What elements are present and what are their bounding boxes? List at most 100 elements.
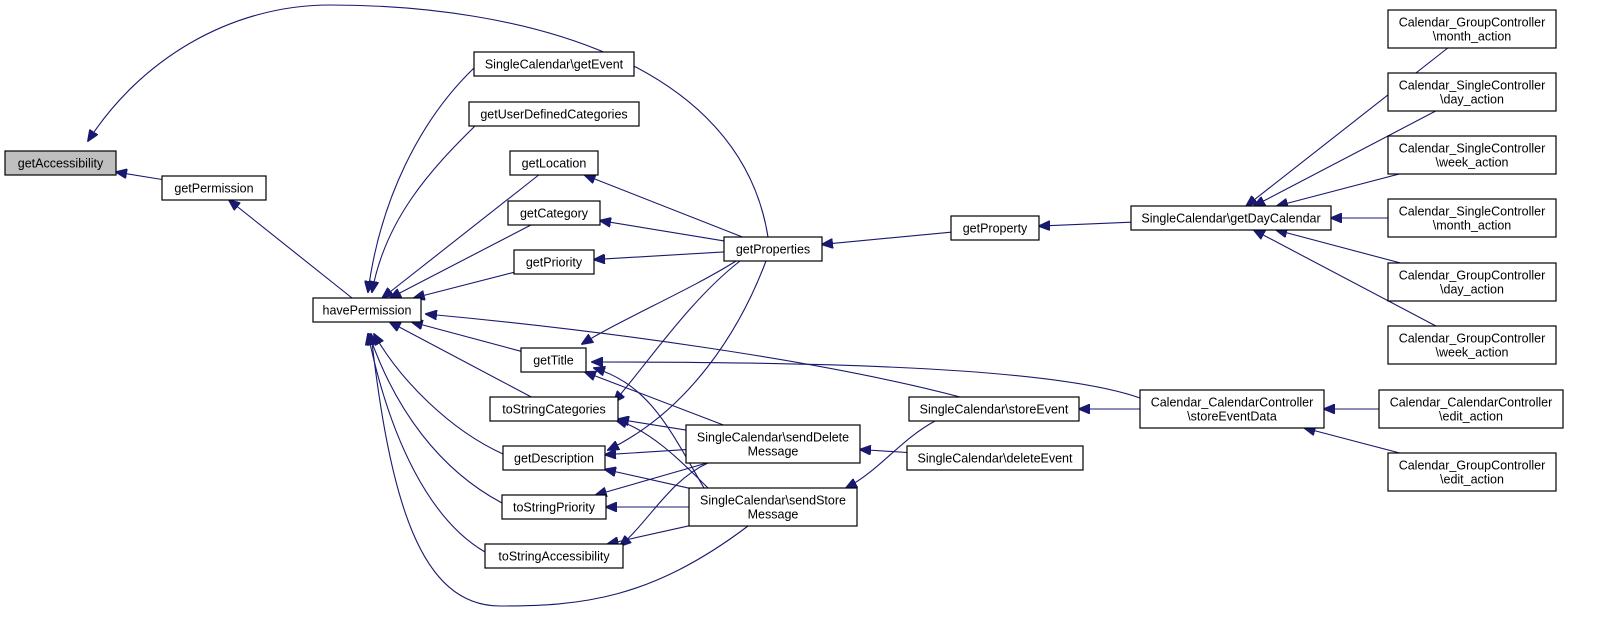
node-getProperty[interactable]: getProperty [950,215,1040,241]
node-box [688,487,858,527]
node-getTitle[interactable]: getTitle [520,347,587,373]
edge-getProperties-to-getTitle [582,260,737,344]
node-box [908,396,1080,422]
node-havePermission[interactable]: havePermission [312,297,422,323]
node-label: \week_action [1436,346,1509,360]
node-getAccessibility[interactable]: getAccessibility [4,150,117,176]
node-label: \day_action [1440,283,1504,297]
node-box [513,249,595,275]
node-gc_day_action[interactable]: Calendar_GroupController\day_action [1387,262,1557,302]
edge-deleteEvent-to-sendDeleteMessage [860,450,908,453]
node-toStringAccessibility[interactable]: toStringAccessibility [484,543,624,569]
node-label: Message [748,445,799,459]
node-label: \month_action [1433,30,1512,44]
node-box [1139,389,1325,429]
node-getPermission[interactable]: getPermission [161,175,267,201]
edge-sendDeleteMessage-to-getTitle [585,372,724,426]
node-label: getDescription [514,452,594,466]
node-box [501,494,607,520]
edge-sendDeleteMessage-to-toStringAccessibility [620,462,709,546]
node-label: \month_action [1433,219,1512,233]
node-toStringCategories[interactable]: toStringCategories [489,396,619,422]
node-box [468,101,640,127]
node-getEvent[interactable]: SingleCalendar\getEvent [473,51,635,77]
node-label: getProperties [736,243,810,257]
node-gc_edit_action[interactable]: Calendar_GroupController\edit_action [1387,452,1557,492]
node-box [1387,198,1557,238]
node-gc_week_action[interactable]: Calendar_GroupController\week_action [1387,325,1557,365]
node-label: Calendar_GroupController [1399,332,1546,346]
node-getDayCalendar[interactable]: SingleCalendar\getDayCalendar [1130,205,1332,231]
node-toStringPriority[interactable]: toStringPriority [501,494,607,520]
node-box [1378,389,1564,429]
node-label: SingleCalendar\sendStore [700,494,846,508]
node-storeEventData[interactable]: Calendar_CalendarController\storeEventDa… [1139,389,1325,429]
node-gc_month_action[interactable]: Calendar_GroupController\month_action [1387,9,1557,49]
node-label: Calendar_GroupController [1399,269,1546,283]
edge-storeEvent-to-sendStoreMessage [846,420,936,488]
edge-getUserDefinedCategories-to-havePermission [372,125,476,292]
node-label: Calendar_GroupController [1399,16,1546,30]
edge-sc_week_action-to-getDayCalendar [1277,173,1400,206]
edge-havePermission-to-getPermission [229,200,353,299]
node-sc_day_action[interactable]: Calendar_SingleController\day_action [1387,72,1557,112]
node-box [685,424,861,464]
node-label: getCategory [520,207,589,221]
node-sc_week_action[interactable]: Calendar_SingleController\week_action [1387,135,1557,175]
node-deleteEvent[interactable]: SingleCalendar\deleteEvent [906,445,1084,471]
edge-sendStoreMessage-to-toStringCategories [616,420,709,489]
edge-getDescription-to-havePermission [374,334,504,455]
node-label: getPriority [526,256,583,270]
node-label: \storeEventData [1187,410,1277,424]
node-label: SingleCalendar\getDayCalendar [1141,212,1320,226]
node-label: Message [748,508,799,522]
node-getLocation[interactable]: getLocation [509,150,599,176]
node-getPriority[interactable]: getPriority [513,249,595,275]
node-label: \edit_action [1440,473,1504,487]
edge-getProperties-to-getPriority [594,251,725,260]
node-label: Calendar_CalendarController [1390,396,1553,410]
edge-gc_day_action-to-getDayCalendar [1276,230,1401,264]
node-getUserDefinedCategories[interactable]: getUserDefinedCategories [468,101,640,127]
node-box [1387,9,1557,49]
node-label: \day_action [1440,93,1504,107]
node-box [1130,205,1332,231]
node-sc_month_action[interactable]: Calendar_SingleController\month_action [1387,198,1557,238]
edge-getProperties-to-getAccessibility [88,4,769,238]
edge-getProperties-to-getLocation [585,175,743,238]
node-label: getAccessibility [18,157,104,171]
node-label: toStringCategories [502,403,606,417]
node-cc_edit_action[interactable]: Calendar_CalendarController\edit_action [1378,389,1564,429]
edge-toStringPriority-to-havePermission [369,334,503,504]
node-box [1387,325,1557,365]
edge-sendDeleteMessage-to-toStringPriority [596,462,708,495]
node-label: getLocation [522,157,587,171]
node-label: SingleCalendar\storeEvent [920,403,1069,417]
node-label: getUserDefinedCategories [480,108,627,122]
node-box [484,543,624,569]
node-label: getProperty [963,222,1028,236]
edge-getTitle-to-havePermission [412,322,522,352]
node-box [520,347,587,373]
node-label: SingleCalendar\deleteEvent [918,452,1073,466]
node-box [161,175,267,201]
node-label: havePermission [323,304,412,318]
node-box [473,51,635,77]
node-getCategory[interactable]: getCategory [507,200,601,226]
node-box [1387,72,1557,112]
node-getDescription[interactable]: getDescription [502,445,606,471]
node-storeEvent[interactable]: SingleCalendar\storeEvent [908,396,1080,422]
edge-sendStoreMessage-to-toStringAccessibility [608,525,690,544]
edge-getEvent-to-havePermission [368,67,475,292]
edge-toStringCategories-to-havePermission [390,322,532,398]
node-label: toStringPriority [513,501,596,515]
node-label: Calendar_SingleController [1399,205,1546,219]
nodes-layer: getAccessibility getPermission havePermiss… [4,9,1564,569]
node-label: SingleCalendar\getEvent [485,58,624,72]
node-getProperties[interactable]: getProperties [723,236,823,262]
edge-getProperties-to-getCategory [600,221,725,242]
node-label: Calendar_CalendarController [1151,396,1314,410]
edge-sendDeleteMessage-to-toStringCategories [618,419,687,431]
